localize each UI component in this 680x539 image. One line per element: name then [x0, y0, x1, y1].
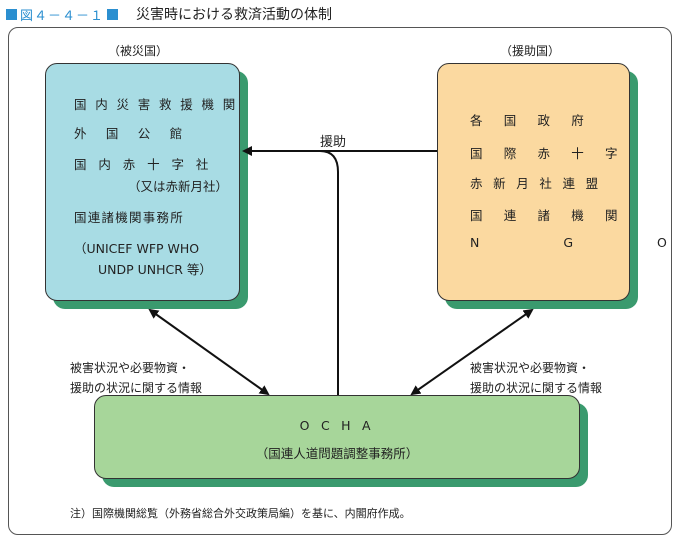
affected-line-3: 国内赤十字社 — [74, 157, 221, 172]
affected-line-1: 国内災害救援機関 — [74, 97, 245, 112]
affected-line-2: 外国公館 — [74, 126, 202, 141]
donor-line-3: 赤新月社連盟 — [470, 176, 609, 191]
ocha-name: O C H A — [299, 418, 375, 433]
ocha-box: O C H A （国連人道問題調整事務所） — [94, 395, 580, 479]
donor-country-header: （援助国） — [500, 44, 561, 58]
square-marker-icon — [107, 8, 119, 20]
affected-line-5: 国連諸機関事務所 — [74, 210, 185, 225]
affected-line-4: （又は赤新月社） — [128, 179, 229, 194]
figure-number: 図４－４－１ — [20, 8, 105, 24]
donor-country-box: 各国政府 国際赤十字 赤新月社連盟 国連諸機関 N G O — [437, 63, 667, 301]
aid-label: 援助 — [320, 135, 347, 150]
source-note: 注）国際機関総覧（外務省総合外交政策局編）を基に、内閣府作成。 — [70, 507, 411, 520]
figure-title-bar: 図４－４－１ 災害時における救済活動の体制 — [6, 4, 332, 24]
figure-caption: 災害時における救済活動の体制 — [136, 7, 333, 23]
donor-line-2: 国際赤十字 — [470, 146, 639, 161]
donor-line-4: 国連諸機関 — [470, 208, 639, 223]
square-marker-icon — [6, 8, 17, 20]
donor-line-1: 各国政府 — [470, 113, 606, 128]
info-arrow-right — [410, 308, 534, 396]
diagram-frame — [8, 27, 672, 535]
info-arrow-left — [148, 308, 270, 396]
affected-line-7: UNDP UNHCR 等） — [98, 262, 212, 277]
aid-branch-line — [319, 150, 339, 395]
affected-country-box: 国内災害救援機関 外国公館 国内赤十字社 （又は赤新月社） 国連諸機関事務所 （… — [45, 63, 240, 301]
affected-country-header: （被災国） — [108, 44, 169, 58]
donor-line-5: N G O — [470, 235, 667, 250]
ocha-subtitle: （国連人道問題調整事務所） — [255, 446, 419, 461]
affected-line-6: （UNICEF WFP WHO — [74, 241, 200, 256]
